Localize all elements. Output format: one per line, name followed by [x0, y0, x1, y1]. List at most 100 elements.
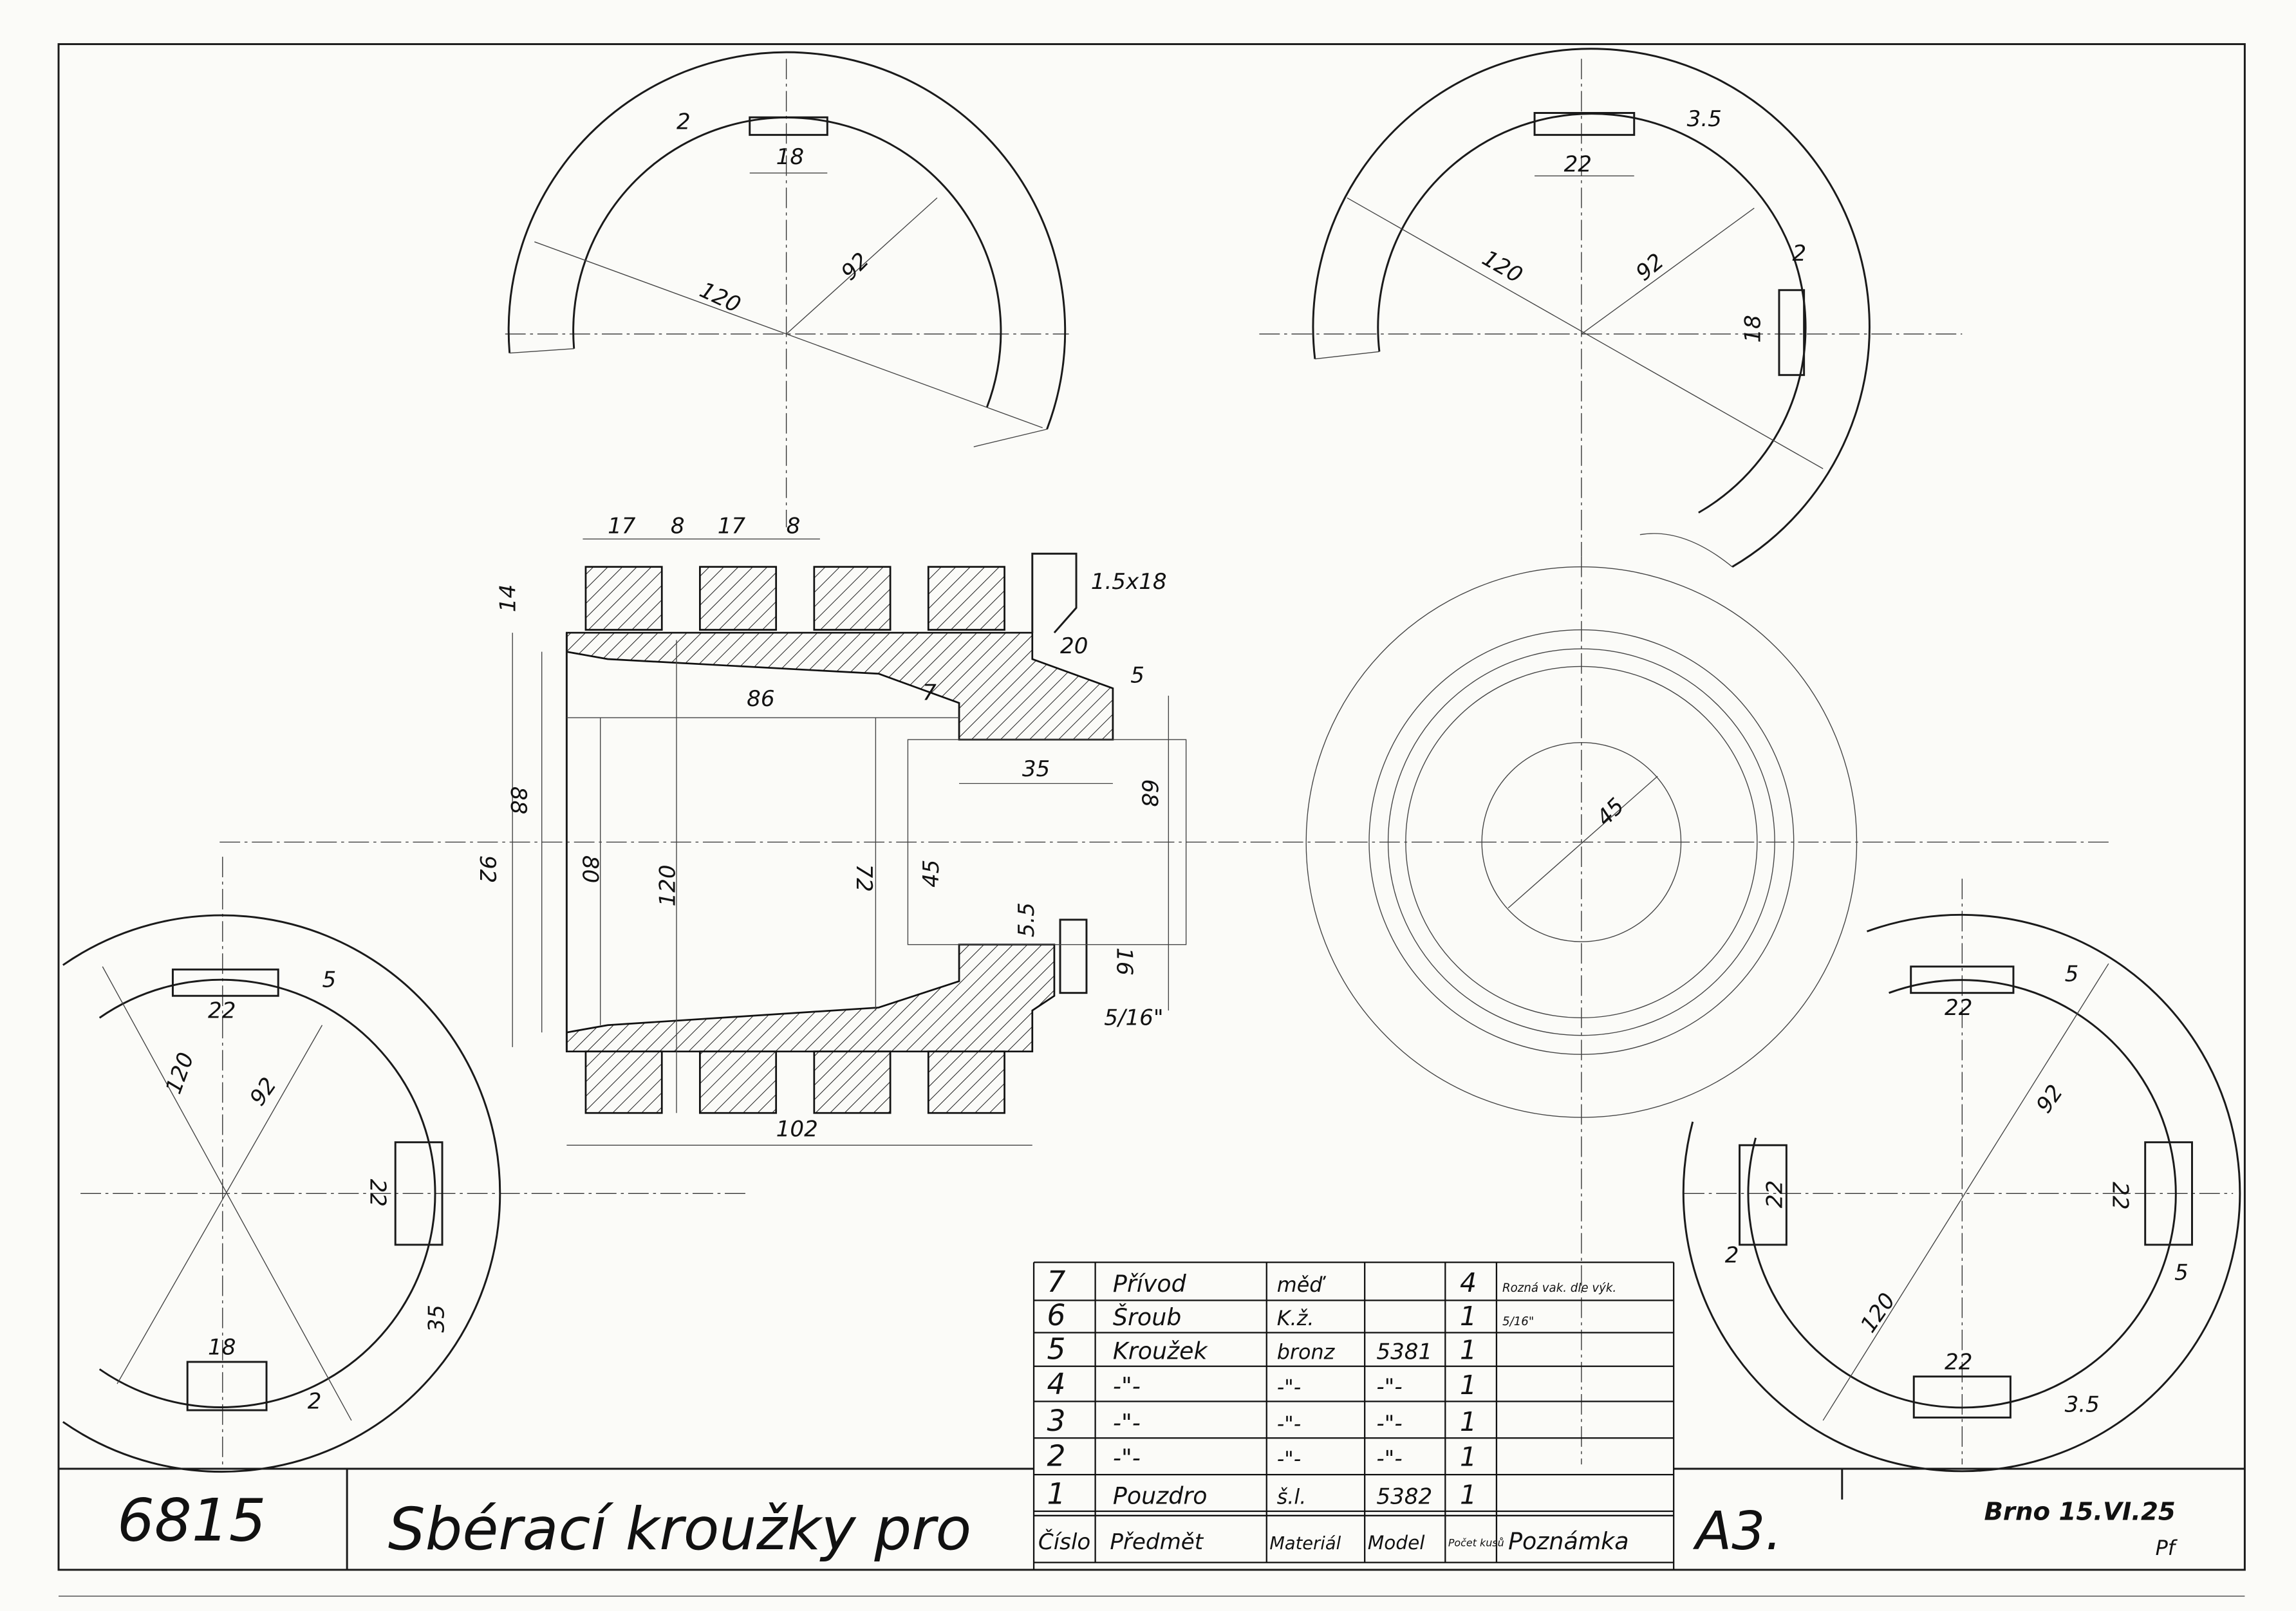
table-cell: -"-	[1277, 1411, 1302, 1436]
dim-label: 18	[208, 1335, 236, 1361]
dim-label: 5	[322, 967, 336, 993]
table-cell: 5382	[1376, 1484, 1432, 1510]
table-cell: š.l.	[1277, 1485, 1307, 1509]
dim-label: 102	[776, 1117, 818, 1142]
dim-label: 22	[208, 998, 236, 1023]
dim-label: 80	[577, 855, 602, 883]
table-cell: 1	[1460, 1301, 1477, 1332]
dim-label: 17	[608, 513, 636, 539]
dim-label: 1.5x18	[1091, 569, 1167, 595]
dim-label: 7	[922, 680, 937, 706]
table-cell: Přívod	[1113, 1270, 1187, 1298]
title-block: 6815 Sbérací kroužky pro A3. Brno 15.VI.…	[117, 1487, 2178, 1563]
dim-label: 120	[655, 864, 681, 906]
table-cell: -"-	[1277, 1375, 1302, 1399]
table-cell: bronz	[1277, 1339, 1336, 1364]
dim-label: 5	[2065, 961, 2079, 987]
dim-label: 5/16"	[1104, 1005, 1163, 1031]
dim-label: 35	[424, 1305, 449, 1332]
dim-label: 2	[1792, 241, 1806, 266]
table-cell: 3	[1047, 1404, 1066, 1438]
ring-view-top-right: 3.5 22 120 92 2 18	[1259, 48, 1963, 568]
table-cell: 7	[1047, 1265, 1066, 1299]
table-cell: 1	[1460, 1334, 1477, 1365]
table-cell: 5	[1047, 1332, 1066, 1366]
table-cell: měď	[1277, 1272, 1327, 1297]
table-cell: Pouzdro	[1113, 1482, 1208, 1510]
dim-label: 22	[365, 1179, 391, 1207]
dim-label: 86	[747, 686, 774, 712]
table-cell: -"-	[1113, 1444, 1141, 1471]
table-cell: -"-	[1376, 1374, 1402, 1400]
place-date: Brno 15.VI.25	[1984, 1498, 2175, 1527]
header-predmet: Předmět	[1110, 1529, 1204, 1555]
table-cell: -"-	[1277, 1446, 1302, 1471]
dim-label: 22	[1564, 151, 1592, 177]
header-material: Materiál	[1269, 1534, 1341, 1554]
table-cell: 6	[1047, 1298, 1066, 1332]
dim-label: 8	[787, 513, 801, 539]
initials: Pf	[2156, 1536, 2178, 1560]
table-cell: -"-	[1376, 1446, 1402, 1471]
dim-label: 88	[505, 787, 531, 814]
header-poznamka: Poznámka	[1508, 1527, 1629, 1555]
sheet-format: A3.	[1692, 1501, 1782, 1562]
table-cell: 5381	[1376, 1339, 1432, 1364]
table-row: 1 Pouzdro š.l. 5382 1	[1047, 1477, 1477, 1511]
table-cell: K.ž.	[1277, 1306, 1314, 1330]
dim-label: 2	[308, 1389, 322, 1415]
table-cell: 1	[1047, 1477, 1066, 1511]
header-model: Model	[1368, 1532, 1426, 1554]
dim-label: 22	[2107, 1182, 2133, 1209]
dim-label: 14	[496, 584, 521, 612]
dim-label: 18	[1740, 315, 1766, 342]
drawing-number: 6815	[117, 1487, 266, 1554]
drawing-title: Sbérací kroužky pro	[388, 1496, 971, 1563]
dim-label: 2	[1725, 1242, 1739, 1268]
table-header: Číslo Předmět Materiál Model Počet kusů …	[1038, 1527, 1629, 1555]
table-cell: -"-	[1113, 1409, 1141, 1437]
table-cell: Šroub	[1113, 1303, 1181, 1331]
dim-label: 5.5	[1014, 902, 1040, 937]
table-cell: 4	[1460, 1267, 1477, 1298]
table-cell: 1	[1460, 1441, 1477, 1472]
dim-label: 3.5	[2065, 1392, 2100, 1417]
table-row: 4 -"- -"- -"- 1	[1047, 1367, 1477, 1401]
dim-label: 17	[718, 513, 746, 539]
sleeve-section-view: 17 8 17 8 14 1.5x18 20 5 86 7 35 68 88 9…	[219, 513, 2109, 1146]
table-cell: 2	[1047, 1439, 1066, 1473]
table-cell: -"-	[1376, 1411, 1402, 1437]
header-cislo: Číslo	[1038, 1529, 1090, 1555]
dim-label: 45	[919, 859, 944, 887]
dim-label: 35	[1022, 756, 1050, 782]
dim-label: 5	[2174, 1260, 2189, 1286]
dim-label: 3.5	[1687, 106, 1722, 132]
dim-label: 2	[677, 109, 691, 135]
dim-label: 72	[851, 864, 877, 891]
dim-label: 22	[1945, 995, 1972, 1021]
table-cell: -"-	[1113, 1372, 1141, 1400]
dim-label: 8	[671, 513, 685, 539]
dim-label: 20	[1060, 633, 1088, 659]
table-row: 6 Šroub K.ž. 1 5/16"	[1047, 1298, 1535, 1332]
table-row: 5 Kroužek bronz 5381 1	[1047, 1332, 1477, 1366]
dim-label: 16	[1112, 947, 1137, 975]
table-cell: Kroužek	[1113, 1337, 1209, 1364]
table-row: 3 -"- -"- -"- 1	[1047, 1404, 1477, 1438]
dim-label: 22	[1762, 1180, 1788, 1208]
dim-label: 92	[474, 855, 500, 883]
table-cell: 5/16"	[1502, 1315, 1534, 1328]
dim-label: 18	[776, 144, 804, 170]
header-pocet-kusu: Počet kusů	[1448, 1537, 1504, 1549]
table-cell: 4	[1047, 1367, 1066, 1401]
table-cell: 1	[1460, 1370, 1477, 1401]
dim-label: 22	[1945, 1349, 1972, 1375]
table-cell: 1	[1460, 1480, 1477, 1511]
dim-label: 5	[1130, 662, 1144, 688]
table-cell: 1	[1460, 1406, 1477, 1437]
dim-label: 68	[1136, 779, 1162, 807]
